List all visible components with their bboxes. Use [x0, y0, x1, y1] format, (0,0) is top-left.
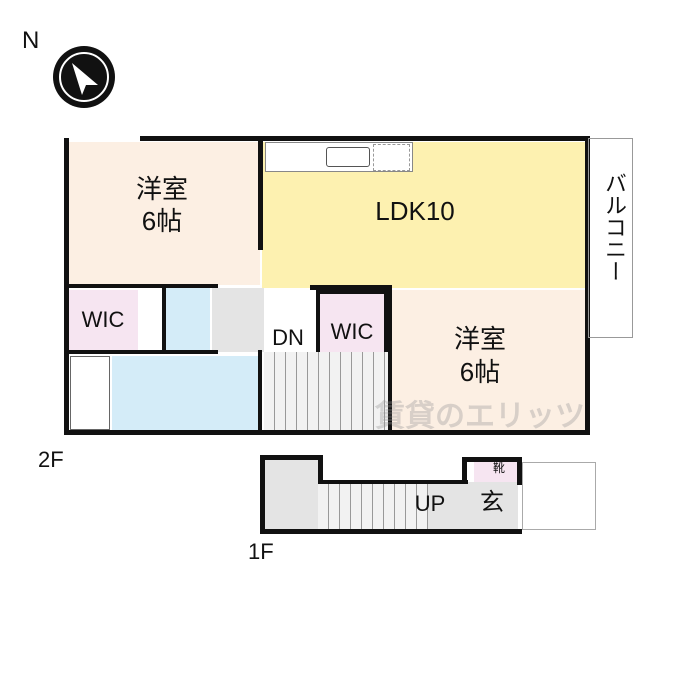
floor-2f-label: 2F	[38, 447, 64, 472]
watermark: 賃貸のエリッツ	[375, 400, 585, 433]
western-right-name: 洋室	[453, 324, 506, 354]
floor-1f-label: 1F	[248, 539, 274, 564]
wic-left-label: WIC	[81, 307, 125, 332]
wic-right-label: WIC	[330, 319, 374, 344]
western-left-size: 6帖	[141, 206, 183, 236]
staircase-1f	[318, 482, 428, 530]
western-right-size: 6帖	[459, 357, 501, 387]
shoe-storage-label: 靴	[492, 461, 505, 475]
entrance-label: 玄	[480, 489, 504, 516]
ldk-label: LDK10	[375, 196, 455, 226]
bathtub	[70, 356, 110, 430]
balcony	[588, 138, 633, 338]
north-label: N	[22, 27, 40, 54]
landing-1f	[264, 458, 320, 530]
western-left-name: 洋室	[135, 174, 188, 204]
stairs-down-label: DN	[272, 325, 304, 350]
western-room-right	[390, 290, 586, 430]
hallway	[212, 288, 264, 352]
porch	[522, 462, 596, 530]
sink-icon	[326, 147, 370, 167]
wic-left	[68, 290, 138, 352]
washroom	[112, 356, 262, 430]
staircase-2f	[264, 352, 390, 430]
toilet-room	[166, 288, 210, 350]
shoe-storage	[474, 461, 518, 482]
stairs-up-label: UP	[414, 491, 446, 516]
compass-icon	[53, 46, 115, 108]
stove-icon	[373, 144, 410, 171]
entrance	[428, 482, 518, 530]
western-room-left	[68, 142, 260, 285]
kitchen-counter	[265, 142, 413, 172]
balcony-label: バルコニー	[602, 172, 627, 282]
